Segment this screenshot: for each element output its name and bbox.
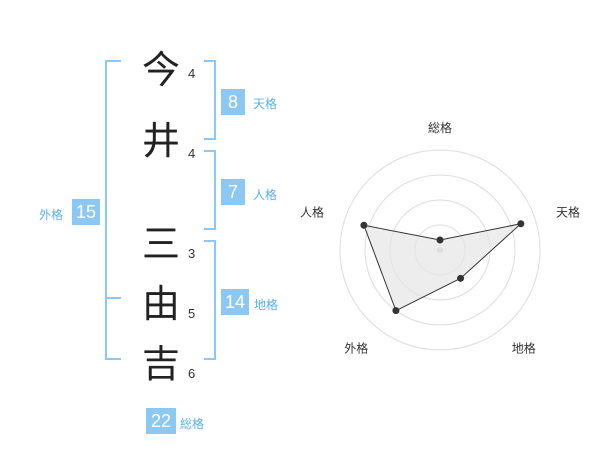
radar-axis-label-1: 天格 (556, 204, 580, 219)
tenkaku-value: 8 (221, 89, 245, 115)
chikaku-bracket (204, 240, 216, 360)
soukaku-value: 22 (146, 408, 176, 434)
name-char-5: 吉 (141, 342, 180, 386)
chikaku-label: 地格 (254, 298, 279, 312)
jinkaku-bracket (204, 150, 216, 230)
radar-data-points (360, 220, 525, 315)
stroke-count-3: 3 (188, 246, 196, 261)
stroke-count-5: 6 (188, 366, 196, 381)
gaikaku-value: 15 (72, 199, 100, 225)
gaikaku-bracket-notch (105, 297, 121, 299)
radar-point-3 (392, 307, 400, 315)
gaikaku-bracket (105, 60, 121, 360)
tenkaku-label: 天格 (253, 97, 278, 111)
chikaku-value: 14 (221, 289, 249, 315)
radar-axis-label-3: 外格 (344, 341, 368, 356)
radar-ring (339, 149, 541, 351)
jinkaku-value: 7 (221, 179, 245, 205)
radar-point-4 (360, 221, 368, 229)
name-char-3: 三 (141, 222, 180, 266)
stroke-count-1: 4 (188, 66, 196, 81)
name-char-1: 今 (141, 48, 180, 92)
radar-axis-label-0: 総格 (428, 120, 452, 135)
radar-point-0 (436, 236, 444, 244)
radar-ring (364, 174, 516, 326)
radar-point-2 (457, 274, 465, 282)
radar-axis-label-4: 人格 (300, 204, 324, 219)
gaikaku-label: 外格 (39, 208, 64, 222)
name-char-2: 井 (141, 119, 180, 163)
stroke-count-2: 4 (188, 146, 196, 161)
radar-data-polygon (363, 222, 523, 312)
soukaku-label: 総格 (180, 417, 205, 431)
jinkaku-label: 人格 (253, 188, 278, 202)
tenkaku-bracket (204, 60, 216, 140)
name-char-4: 由 (141, 282, 180, 326)
stroke-count-4: 5 (188, 306, 196, 321)
radar-point-1 (517, 220, 525, 228)
radar-axis-label-2: 地格 (512, 341, 536, 356)
